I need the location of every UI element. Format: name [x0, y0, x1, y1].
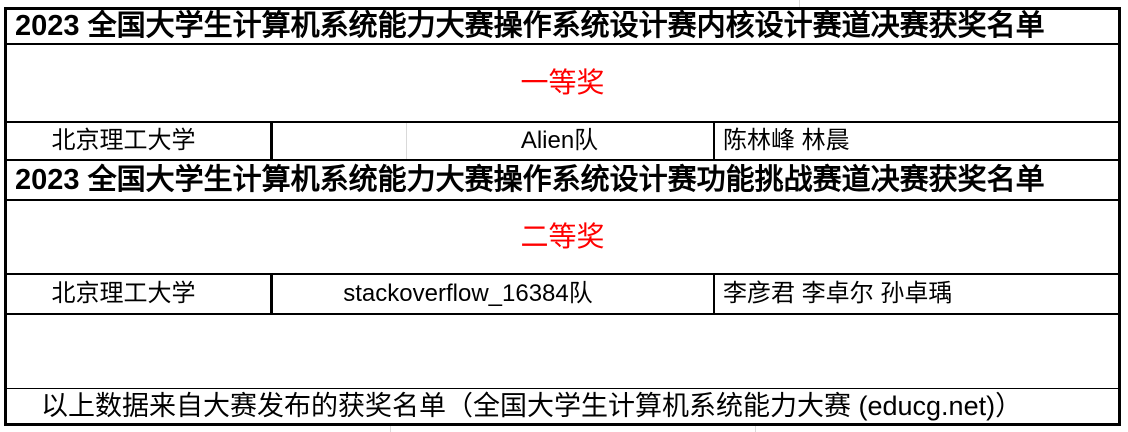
- footer-source-note: 以上数据来自大赛发布的获奖名单（全国大学生计算机系统能力大赛 (educg.ne…: [41, 390, 1023, 421]
- section2-school-cell: 北京理工大学: [7, 275, 273, 313]
- gridline-tick-top: [799, 0, 800, 7]
- section1-team-name: Alien队: [520, 127, 599, 155]
- empty-spacer-row: [7, 315, 1118, 389]
- gridline-tick-bottom-right: [755, 426, 756, 432]
- section2-members-cell: 李彦君 李卓尔 孙卓瑀: [723, 280, 953, 308]
- award-table: 2023 全国大学生计算机系统能力大赛操作系统设计赛内核设计赛道决赛获奖名单 一…: [4, 7, 1121, 426]
- section2-winner-row: 北京理工大学 stackoverflow_16384队 李彦君 李卓尔 孙卓瑀: [7, 275, 1118, 315]
- section2-team-name: stackoverflow_16384队: [343, 280, 593, 308]
- section2-award-level: 二等奖: [7, 201, 1118, 275]
- section2-title: 2023 全国大学生计算机系统能力大赛操作系统设计赛功能挑战赛道决赛获奖名单: [7, 161, 1118, 201]
- gridline-tick-bottom-left: [390, 426, 391, 432]
- section1-winner-row: 北京理工大学 Alien队 陈林峰 林晨: [7, 123, 1118, 161]
- section1-members-cell: 陈林峰 林晨: [723, 127, 850, 155]
- section1-award-level: 一等奖: [7, 45, 1118, 123]
- faint-gridline: [406, 123, 407, 159]
- section1-school-cell: 北京理工大学: [7, 123, 273, 159]
- section1-title: 2023 全国大学生计算机系统能力大赛操作系统设计赛内核设计赛道决赛获奖名单: [7, 10, 1118, 45]
- section1-team-cell: Alien队: [273, 123, 715, 159]
- section2-team-cell: stackoverflow_16384队: [273, 275, 715, 313]
